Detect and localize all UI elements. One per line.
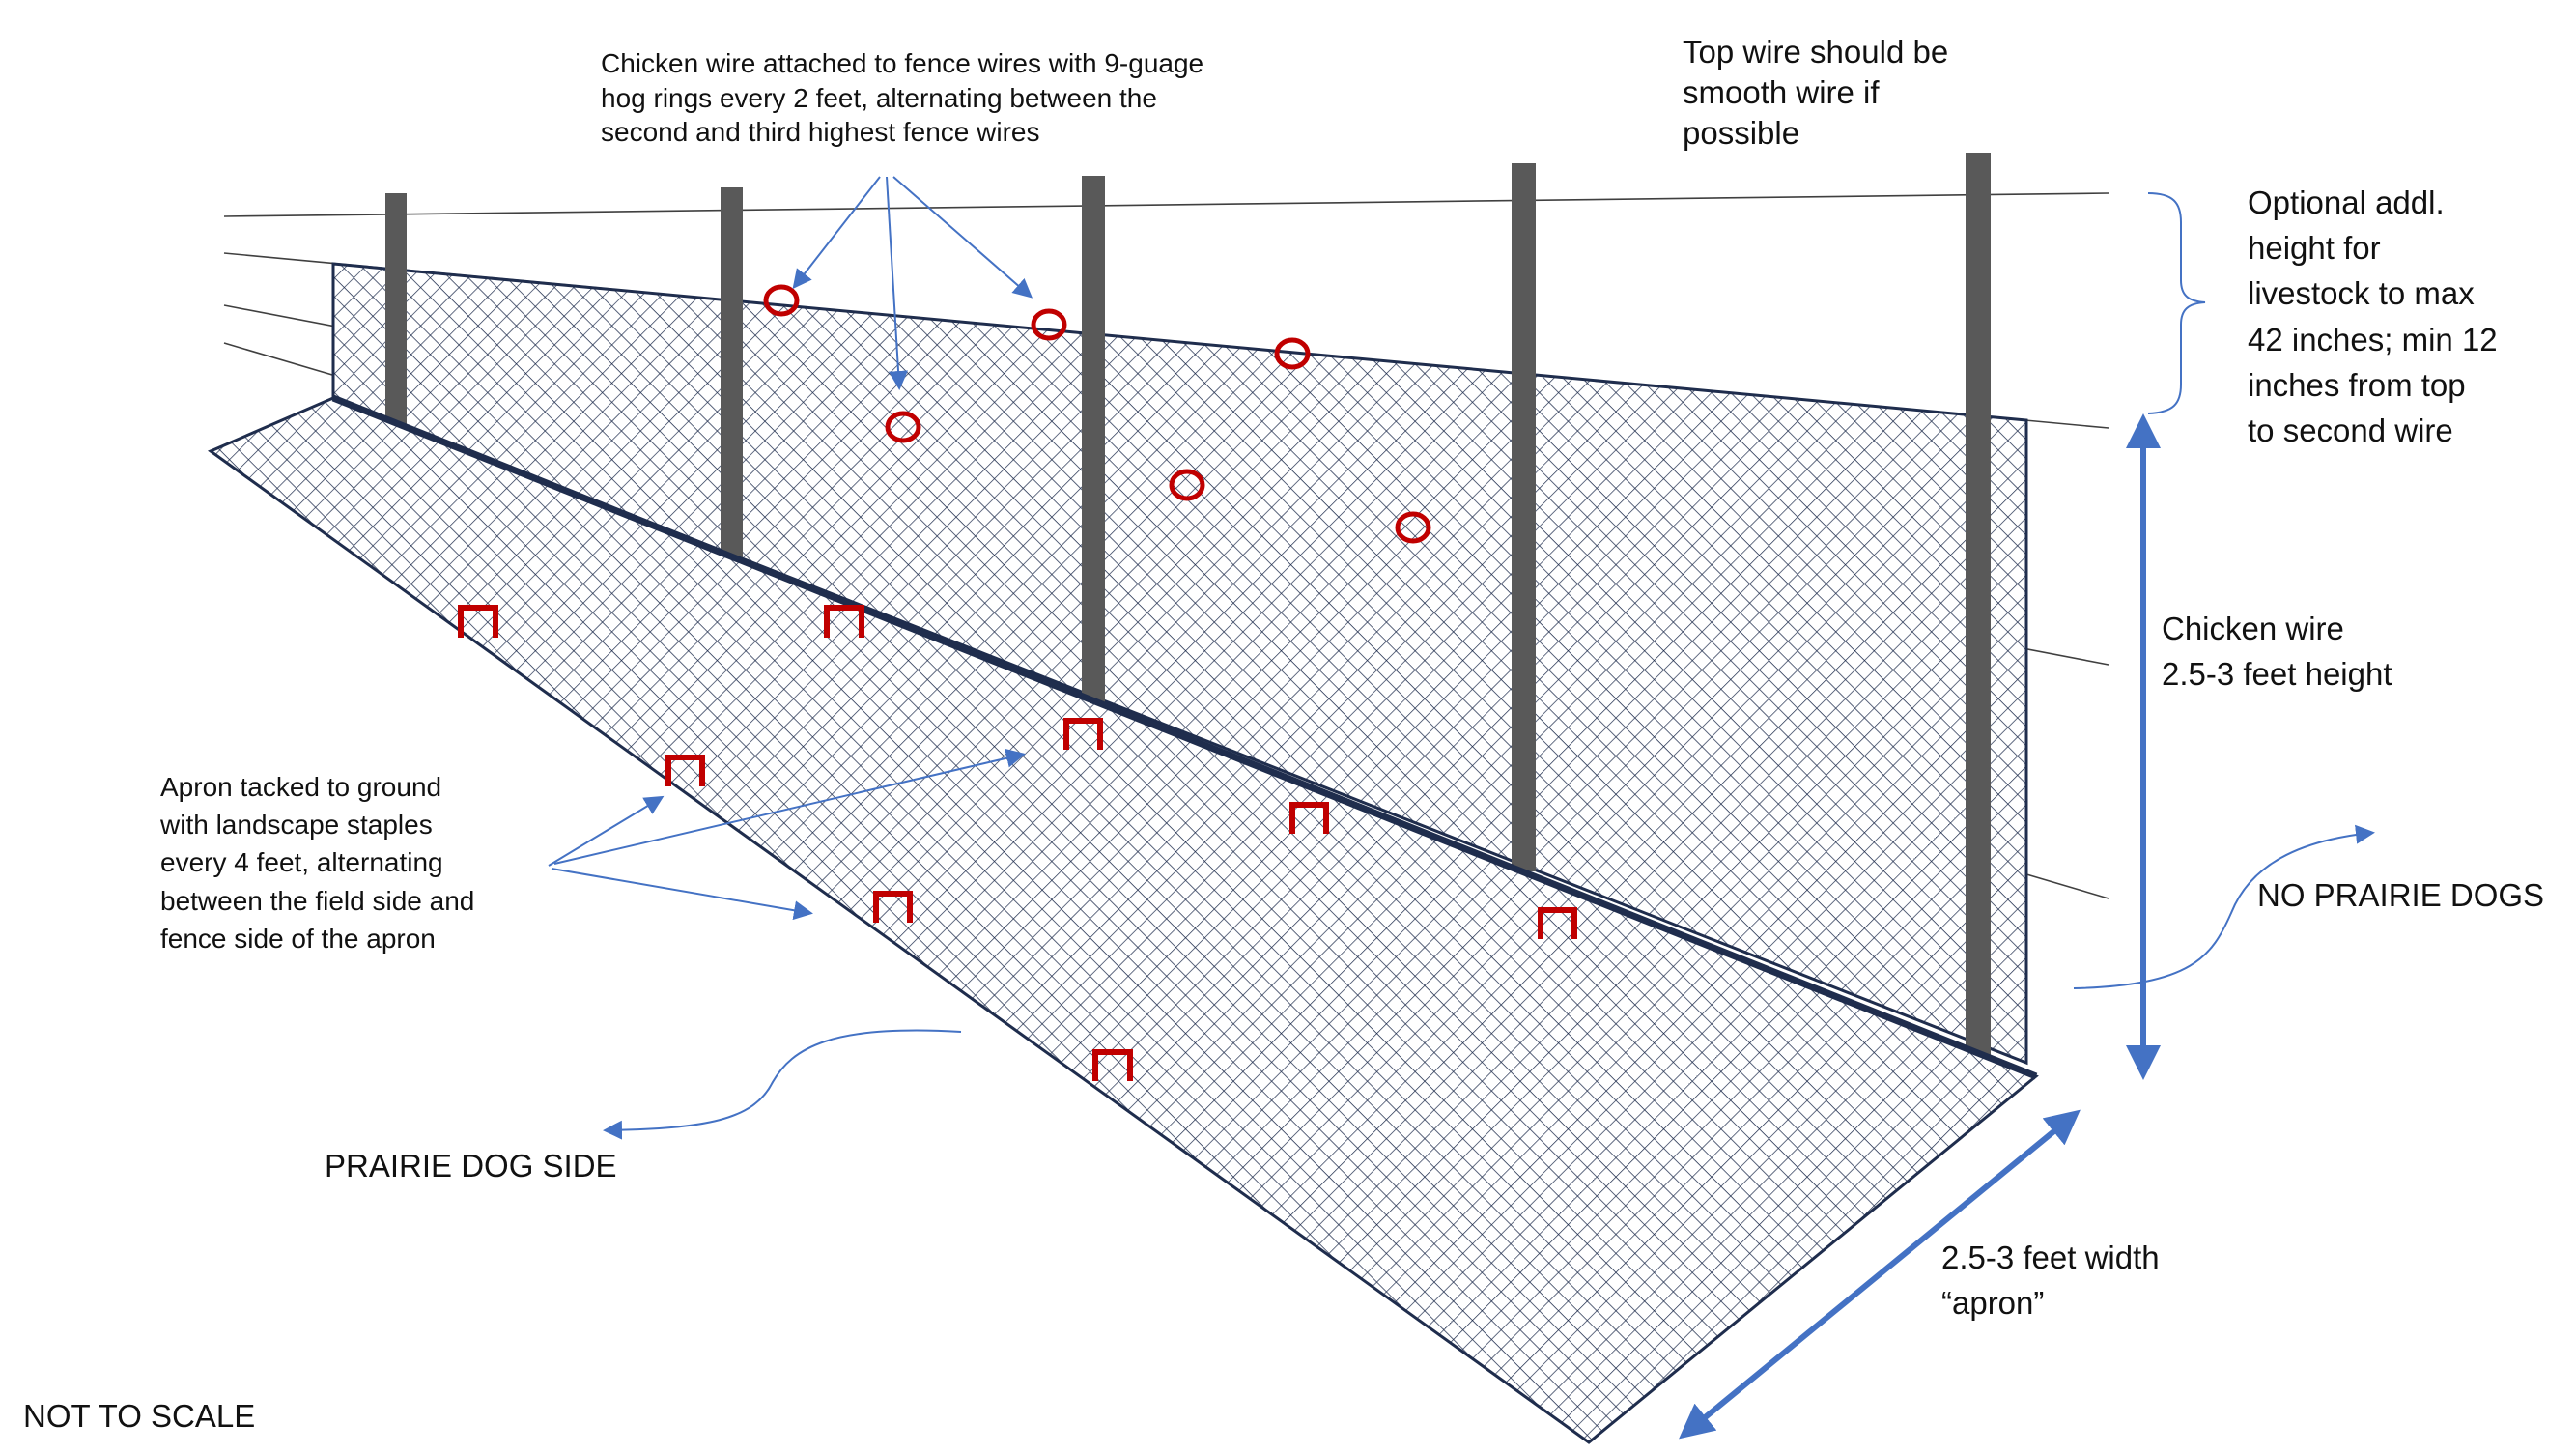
top-wire-note-line-2: smooth wire if: [1683, 73, 1880, 110]
apron-tacked-line-4: between the field side and: [160, 885, 475, 916]
optional-height-line-6: to second wire: [2248, 412, 2453, 448]
staples: [458, 605, 1577, 1081]
red-circle-icon: [1169, 469, 1205, 501]
red-staple-icon: [873, 891, 913, 923]
top-wire-note-line-3: possible: [1683, 114, 1800, 151]
top-wire-note-line-1: Top wire should be: [1683, 34, 1949, 70]
apron-width-note: 2.5-3 feet width “apron”: [1941, 1235, 2160, 1326]
red-staple-icon: [1289, 802, 1329, 834]
optional-height-line-1: Optional addl.: [2248, 185, 2445, 220]
optional-height-line-5: inches from top: [2248, 366, 2466, 403]
optional-height-line-3: livestock to max: [2248, 275, 2475, 312]
staple-callout-arrows: [548, 748, 1026, 921]
hog-ring-callout-arrows: [792, 176, 1033, 390]
prairie-dog-side-arrow: [603, 1029, 962, 1140]
optional-height-note: Optional addl. height for livestock to m…: [2248, 180, 2498, 453]
red-circle-icon: [763, 284, 800, 317]
hog-ring-note-line-2: hog rings every 2 feet, alternating betw…: [601, 82, 1157, 113]
no-prairie-dogs-label: NO PRAIRIE DOGS: [2257, 877, 2545, 913]
chicken-wire-note-line-1: Chicken wire: [2162, 611, 2344, 646]
red-circle-icon: [1395, 511, 1431, 544]
apron-tacked-line-2: with landscape staples: [160, 810, 433, 841]
red-staple-icon: [824, 605, 864, 638]
fence-post-1: [385, 193, 407, 425]
red-circle-icon: [1274, 337, 1311, 370]
apron-tacked-line-3: every 4 feet, alternating: [160, 847, 443, 878]
fence-post-5: [1966, 153, 1991, 1059]
top-wire-note: Top wire should be smooth wire if possib…: [1683, 32, 1948, 154]
chicken-wire-panel: [331, 262, 2028, 1066]
red-staple-icon: [1063, 718, 1103, 750]
apron-tacked-line-1: Apron tacked to ground: [160, 772, 442, 802]
red-staple-icon: [1538, 907, 1577, 939]
chicken-wire-note-line-2: 2.5-3 feet height: [2162, 656, 2392, 693]
top-wire: [223, 192, 2109, 217]
red-staple-icon: [665, 755, 705, 786]
apron-width-arrow: [1679, 1109, 2081, 1440]
prairie-dog-side-label: PRAIRIE DOG SIDE: [325, 1148, 617, 1183]
fence-post-2: [721, 187, 743, 559]
fence-posts: [385, 153, 1991, 1059]
red-staple-icon: [1092, 1049, 1133, 1081]
fence-post-4: [1512, 163, 1536, 871]
optional-height-line-4: 42 inches; min 12: [2248, 321, 2498, 357]
apron-tacked-line-5: fence side of the apron: [160, 923, 436, 954]
hog-rings: [763, 284, 1431, 544]
optional-height-brace: [2147, 192, 2206, 414]
chicken-wire-note: Chicken wire 2.5-3 feet height: [2162, 606, 2392, 697]
apron-width-line-2: “apron”: [1941, 1285, 2045, 1322]
red-circle-icon: [885, 411, 921, 443]
hog-ring-note: Chicken wire attached to fence wires wit…: [601, 46, 1203, 150]
fence-post-3: [1082, 176, 1105, 702]
hog-ring-note-line-1: Chicken wire attached to fence wires wit…: [601, 48, 1204, 78]
apron-tacked-note: Apron tacked to ground with landscape st…: [160, 768, 474, 957]
not-to-scale-label: NOT TO SCALE: [23, 1398, 256, 1434]
red-staple-icon: [458, 605, 498, 638]
apron-width-line-1: 2.5-3 feet width: [1941, 1240, 2160, 1275]
optional-height-line-2: height for: [2248, 230, 2381, 267]
hog-ring-note-line-3: second and third highest fence wires: [601, 117, 1040, 148]
red-circle-icon: [1031, 308, 1067, 341]
apron-fence-edge: [331, 394, 2038, 1080]
